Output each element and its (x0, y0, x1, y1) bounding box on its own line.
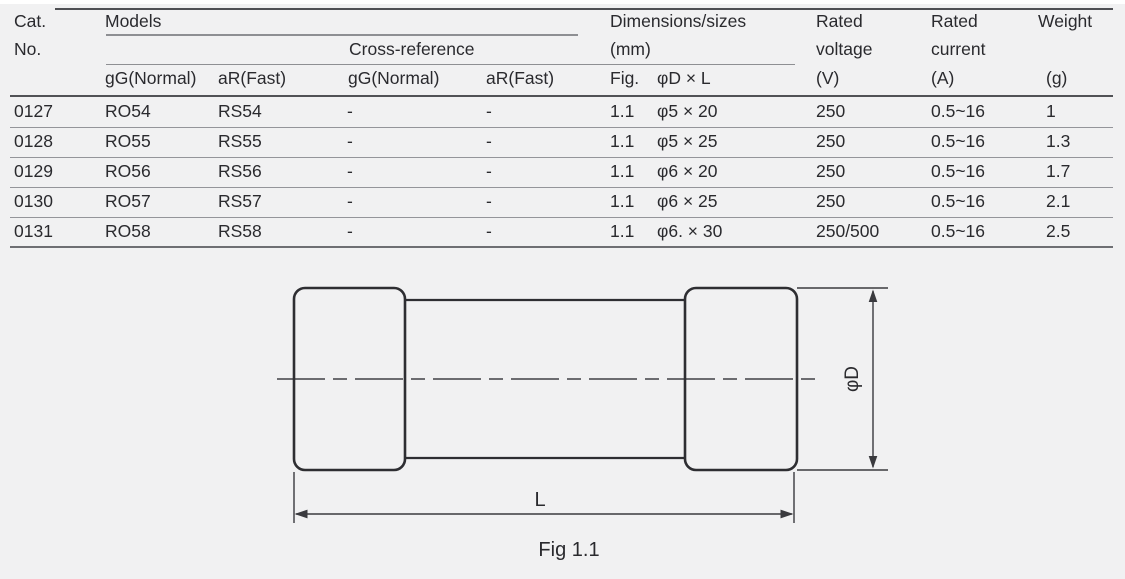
cell-model-ar: RS57 (218, 191, 262, 211)
cell-model-gg: RO57 (105, 191, 151, 211)
cell-xref-gg: - (347, 191, 353, 211)
diameter-label: φD (842, 366, 863, 392)
cell-model-ar: RS54 (218, 101, 262, 121)
table-row: 0129 RO56 RS56 - - 1.1 φ6 × 20 250 0.5~1… (0, 160, 1125, 186)
cell-xref-gg: - (347, 161, 353, 181)
header-rated-current-1: Rated (931, 11, 978, 31)
cell-weight: 1 (1046, 101, 1056, 121)
fuse-right-cap (683, 286, 799, 472)
table-top-border (55, 8, 1113, 10)
cell-fig: 1.1 (610, 101, 635, 121)
cell-xref-ar: - (486, 161, 492, 181)
length-arrow-left (294, 509, 308, 519)
crossref-mm-underline (106, 63, 795, 65)
subheader-fig: Fig. (610, 68, 640, 88)
cell-rated-voltage: 250 (816, 131, 846, 151)
subheader-model-gg: gG(Normal) (105, 68, 197, 88)
cell-model-gg: RO54 (105, 101, 151, 121)
cell-cat-no: 0130 (14, 191, 53, 211)
header-models: Models (105, 11, 162, 31)
subheader-xref-gg: gG(Normal) (348, 68, 440, 88)
row-separator (10, 216, 1113, 218)
cell-weight: 1.7 (1046, 161, 1071, 181)
header-rated-current-2: current (931, 39, 986, 59)
cell-cat-no: 0128 (14, 131, 53, 151)
cell-dxl: φ6 × 20 (657, 161, 718, 181)
cell-cat-no: 0127 (14, 101, 53, 121)
cell-xref-ar: - (486, 191, 492, 211)
header-dimensions-mm: (mm) (610, 39, 651, 59)
cell-weight: 1.3 (1046, 131, 1071, 151)
header-rated-voltage-unit: (V) (816, 68, 840, 88)
header-weight-unit: (g) (1046, 68, 1068, 88)
header-cross-reference: Cross-reference (349, 39, 475, 59)
cell-rated-voltage: 250 (816, 161, 846, 181)
fuse-left-cap (292, 286, 407, 472)
cell-xref-gg: - (347, 221, 353, 241)
cell-model-ar: RS55 (218, 131, 262, 151)
header-bottom-border (10, 94, 1113, 97)
cell-fig: 1.1 (610, 131, 635, 151)
header-weight: Weight (1038, 11, 1093, 31)
cell-xref-ar: - (486, 221, 492, 241)
cell-rated-current: 0.5~16 (931, 161, 986, 181)
diameter-arrow-bottom (868, 456, 878, 469)
row-separator (10, 156, 1113, 158)
row-separator (10, 126, 1113, 128)
cell-model-gg: RO58 (105, 221, 151, 241)
table-row: 0130 RO57 RS57 - - 1.1 φ6 × 25 250 0.5~1… (0, 190, 1125, 216)
cell-rated-current: 0.5~16 (931, 101, 986, 121)
cell-cat-no: 0131 (14, 221, 53, 241)
header-no: No. (14, 39, 42, 59)
cell-weight: 2.5 (1046, 221, 1071, 241)
cell-xref-ar: - (486, 131, 492, 151)
cell-xref-gg: - (347, 131, 353, 151)
cell-dxl: φ5 × 20 (657, 101, 718, 121)
cell-fig: 1.1 (610, 161, 635, 181)
subheader-xref-ar: aR(Fast) (486, 68, 555, 88)
header-rated-voltage-2: voltage (816, 39, 873, 59)
cell-xref-ar: - (486, 101, 492, 121)
cell-dxl: φ6 × 25 (657, 191, 718, 211)
cell-rated-voltage: 250 (816, 191, 846, 211)
models-underline (106, 34, 578, 36)
cell-rated-voltage: 250 (816, 101, 846, 121)
table-row: 0131 RO58 RS58 - - 1.1 φ6. × 30 250/500 … (0, 220, 1125, 246)
cell-model-ar: RS58 (218, 221, 262, 241)
length-arrow-right (780, 509, 794, 519)
table-row: 0127 RO54 RS54 - - 1.1 φ5 × 20 250 0.5~1… (0, 100, 1125, 126)
length-label: L (534, 489, 545, 511)
cell-xref-gg: - (347, 101, 353, 121)
cell-weight: 2.1 (1046, 191, 1071, 211)
cell-rated-current: 0.5~16 (931, 131, 986, 151)
fuse-dimension-diagram: φD L Fig 1.1 (277, 286, 888, 561)
cell-rated-current: 0.5~16 (931, 221, 986, 241)
header-rated-current-unit: (A) (931, 68, 955, 88)
subheader-model-ar: aR(Fast) (218, 68, 287, 88)
cell-dxl: φ6. × 30 (657, 221, 723, 241)
header-dimensions: Dimensions/sizes (610, 11, 747, 31)
table-bottom-border (10, 246, 1113, 248)
header-rated-voltage-1: Rated (816, 11, 863, 31)
figure-caption: Fig 1.1 (538, 539, 599, 561)
cell-fig: 1.1 (610, 221, 635, 241)
subheader-dxl: φD × L (657, 68, 711, 88)
row-separator (10, 186, 1113, 188)
table-row: 0128 RO55 RS55 - - 1.1 φ5 × 25 250 0.5~1… (0, 130, 1125, 156)
diameter-arrow-top (868, 289, 878, 302)
header-cat: Cat. (14, 11, 47, 31)
cell-model-gg: RO56 (105, 161, 151, 181)
cell-model-ar: RS56 (218, 161, 262, 181)
cell-cat-no: 0129 (14, 161, 53, 181)
page-top-edge (0, 0, 1125, 4)
cell-model-gg: RO55 (105, 131, 151, 151)
cell-fig: 1.1 (610, 191, 635, 211)
cell-dxl: φ5 × 25 (657, 131, 718, 151)
cell-rated-current: 0.5~16 (931, 191, 986, 211)
cell-rated-voltage: 250/500 (816, 221, 880, 241)
